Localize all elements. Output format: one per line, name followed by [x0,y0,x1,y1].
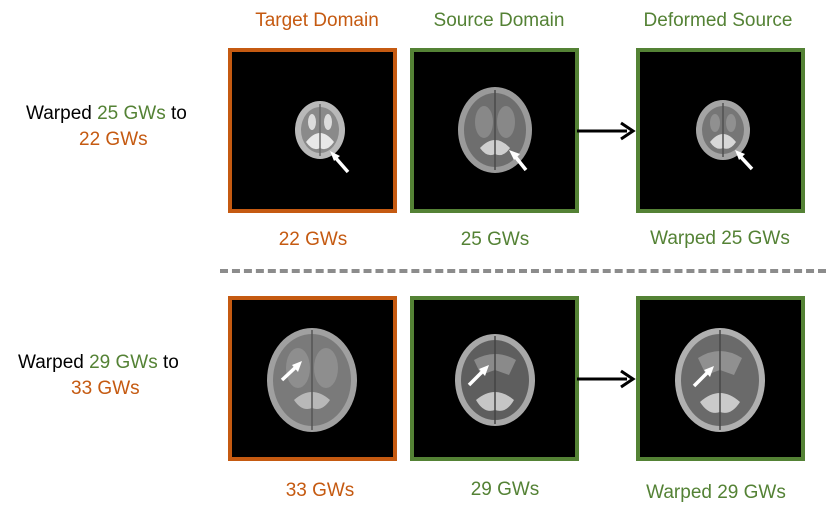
caption-target-1: 22 GWs [278,229,348,250]
column-title-source: Source Domain [433,10,565,31]
caption-source-1: 25 GWs [460,229,530,250]
panel-target-33 [228,296,397,461]
arrow-right-icon [577,369,636,389]
row-label-1: Warped 25 GWs to 22 GWs [26,101,187,153]
brain-mri-image [640,300,801,457]
caption-target-2: 33 GWs [285,480,355,501]
row-label-mid: to [165,103,187,124]
panel-deformed-29 [636,296,805,461]
row-label-source: 25 GWs [97,103,166,124]
brain-mri-image [414,300,575,457]
panel-deformed-25 [636,48,805,213]
brain-mri-image [232,52,393,209]
row-label-mid: to [157,352,179,373]
panel-source-25 [410,48,579,213]
row-label-target: 22 GWs [79,129,148,150]
row-label-prefix: Warped [18,352,90,373]
row-label-target: 33 GWs [71,378,140,399]
row-label-source: 29 GWs [89,352,158,373]
brain-mri-image [414,52,575,209]
brain-mri-image [232,300,393,457]
row-label-2: Warped 29 GWs to 33 GWs [18,350,179,402]
panel-source-29 [410,296,579,461]
column-title-target: Target Domain [255,10,379,31]
row-label-prefix: Warped [26,103,98,124]
brain-mri-image [640,52,801,209]
arrow-right-icon [577,121,636,141]
caption-deformed-1: Warped 25 GWs [650,228,790,249]
dashed-divider [220,269,826,273]
panel-target-22 [228,48,397,213]
column-title-deformed: Deformed Source [643,10,793,31]
caption-deformed-2: Warped 29 GWs [646,482,786,503]
caption-source-2: 29 GWs [470,479,540,500]
